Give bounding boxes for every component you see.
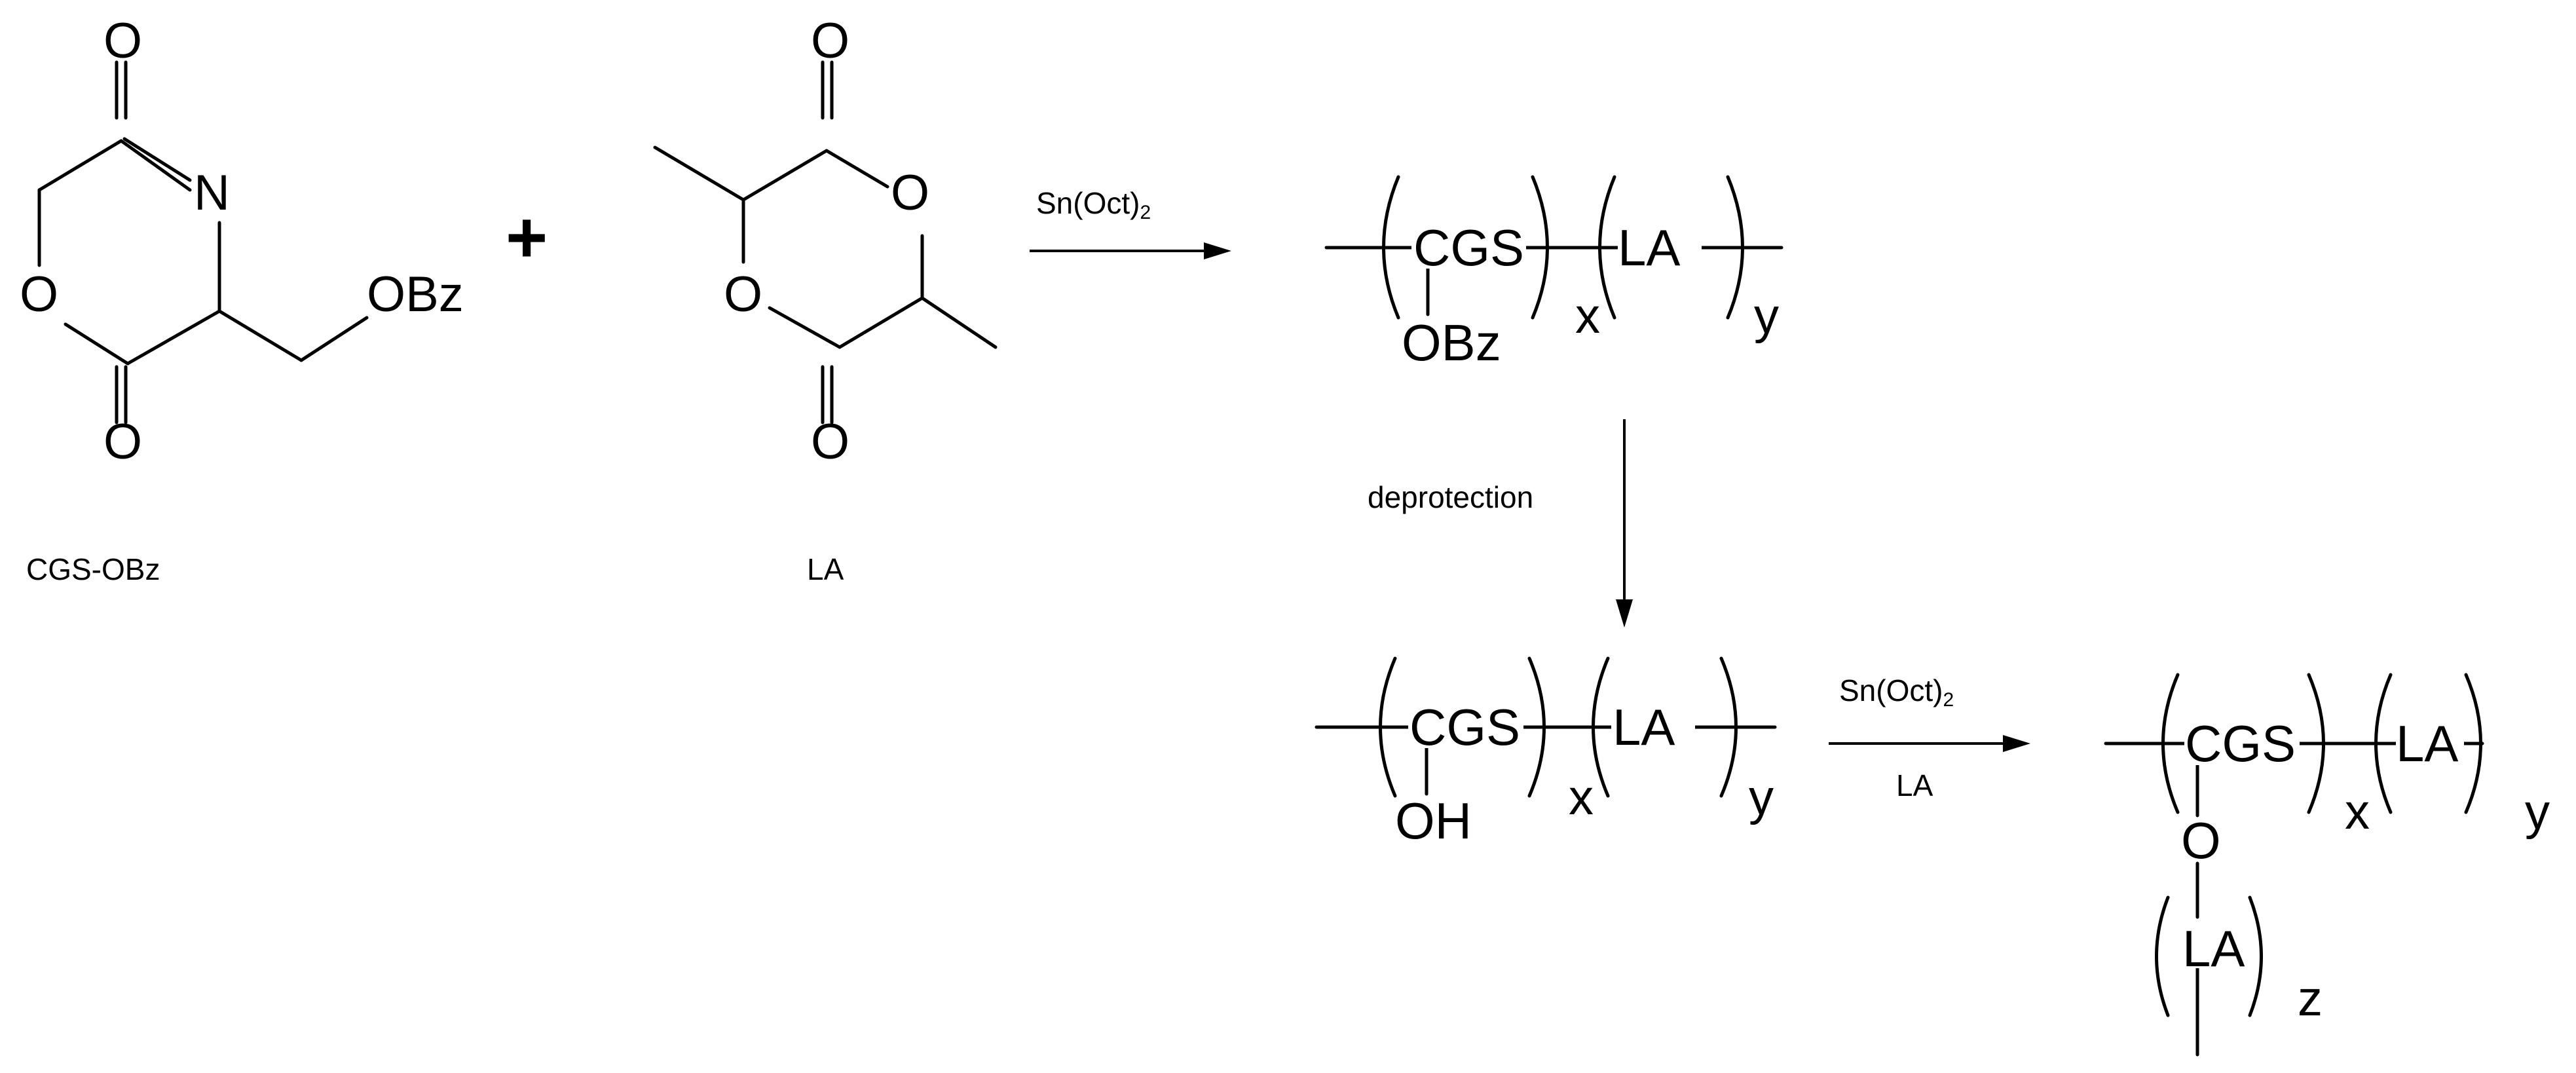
la-atom-o-top: O — [811, 13, 849, 69]
la-atom-o-bottom: O — [811, 414, 849, 470]
poly3-x: x — [2345, 784, 2370, 840]
reaction-arrow-3 — [1829, 735, 2030, 752]
poly2-y: y — [1749, 770, 1774, 825]
poly3-y: y — [2525, 784, 2550, 840]
poly3-la-graft: LA — [2182, 920, 2245, 977]
poly2-x: x — [1569, 770, 1594, 825]
plus-sign: + — [506, 197, 548, 278]
poly1-cgs: CGS — [1413, 219, 1524, 276]
poly3-z: z — [2298, 971, 2323, 1026]
atom-o-top: O — [103, 13, 142, 69]
atom-obz: OBz — [367, 267, 464, 322]
poly2-la: LA — [1613, 698, 1675, 756]
poly1-la: LA — [1618, 219, 1680, 276]
poly3-la: LA — [2396, 715, 2458, 772]
reaction-arrow-1 — [1030, 242, 1231, 259]
poly2-oh: OH — [1395, 792, 1472, 850]
polymer-1 — [1324, 175, 1783, 320]
atom-o-bottom: O — [103, 414, 142, 470]
reagent-label-3: LA — [1896, 768, 1933, 802]
poly1-y: y — [1754, 288, 1779, 344]
la-atom-o-right: O — [891, 165, 929, 221]
deprotection-arrow — [1616, 419, 1633, 628]
catalyst-label-3: Sn(Oct)2 — [1839, 673, 1954, 711]
la-atom-o-left: O — [724, 267, 762, 322]
catalyst-label-1: Sn(Oct)2 — [1036, 186, 1151, 223]
polymer-3 — [2104, 673, 2484, 1057]
lactide-structure — [653, 60, 998, 424]
poly3-o: O — [2181, 812, 2221, 869]
polymer-2 — [1315, 656, 1777, 798]
poly1-obz: OBz — [1402, 314, 1501, 371]
poly3-cgs: CGS — [2185, 715, 2296, 772]
atom-o-ring: O — [20, 267, 58, 322]
cgs-obz-structure — [37, 60, 369, 424]
label-cgs-obz: CGS-OBz — [26, 552, 160, 586]
atom-n: N — [194, 165, 230, 221]
poly2-cgs: CGS — [1409, 698, 1520, 756]
deprotection-label: deprotection — [1368, 480, 1533, 514]
label-la: LA — [807, 552, 844, 586]
poly1-x: x — [1575, 288, 1600, 344]
